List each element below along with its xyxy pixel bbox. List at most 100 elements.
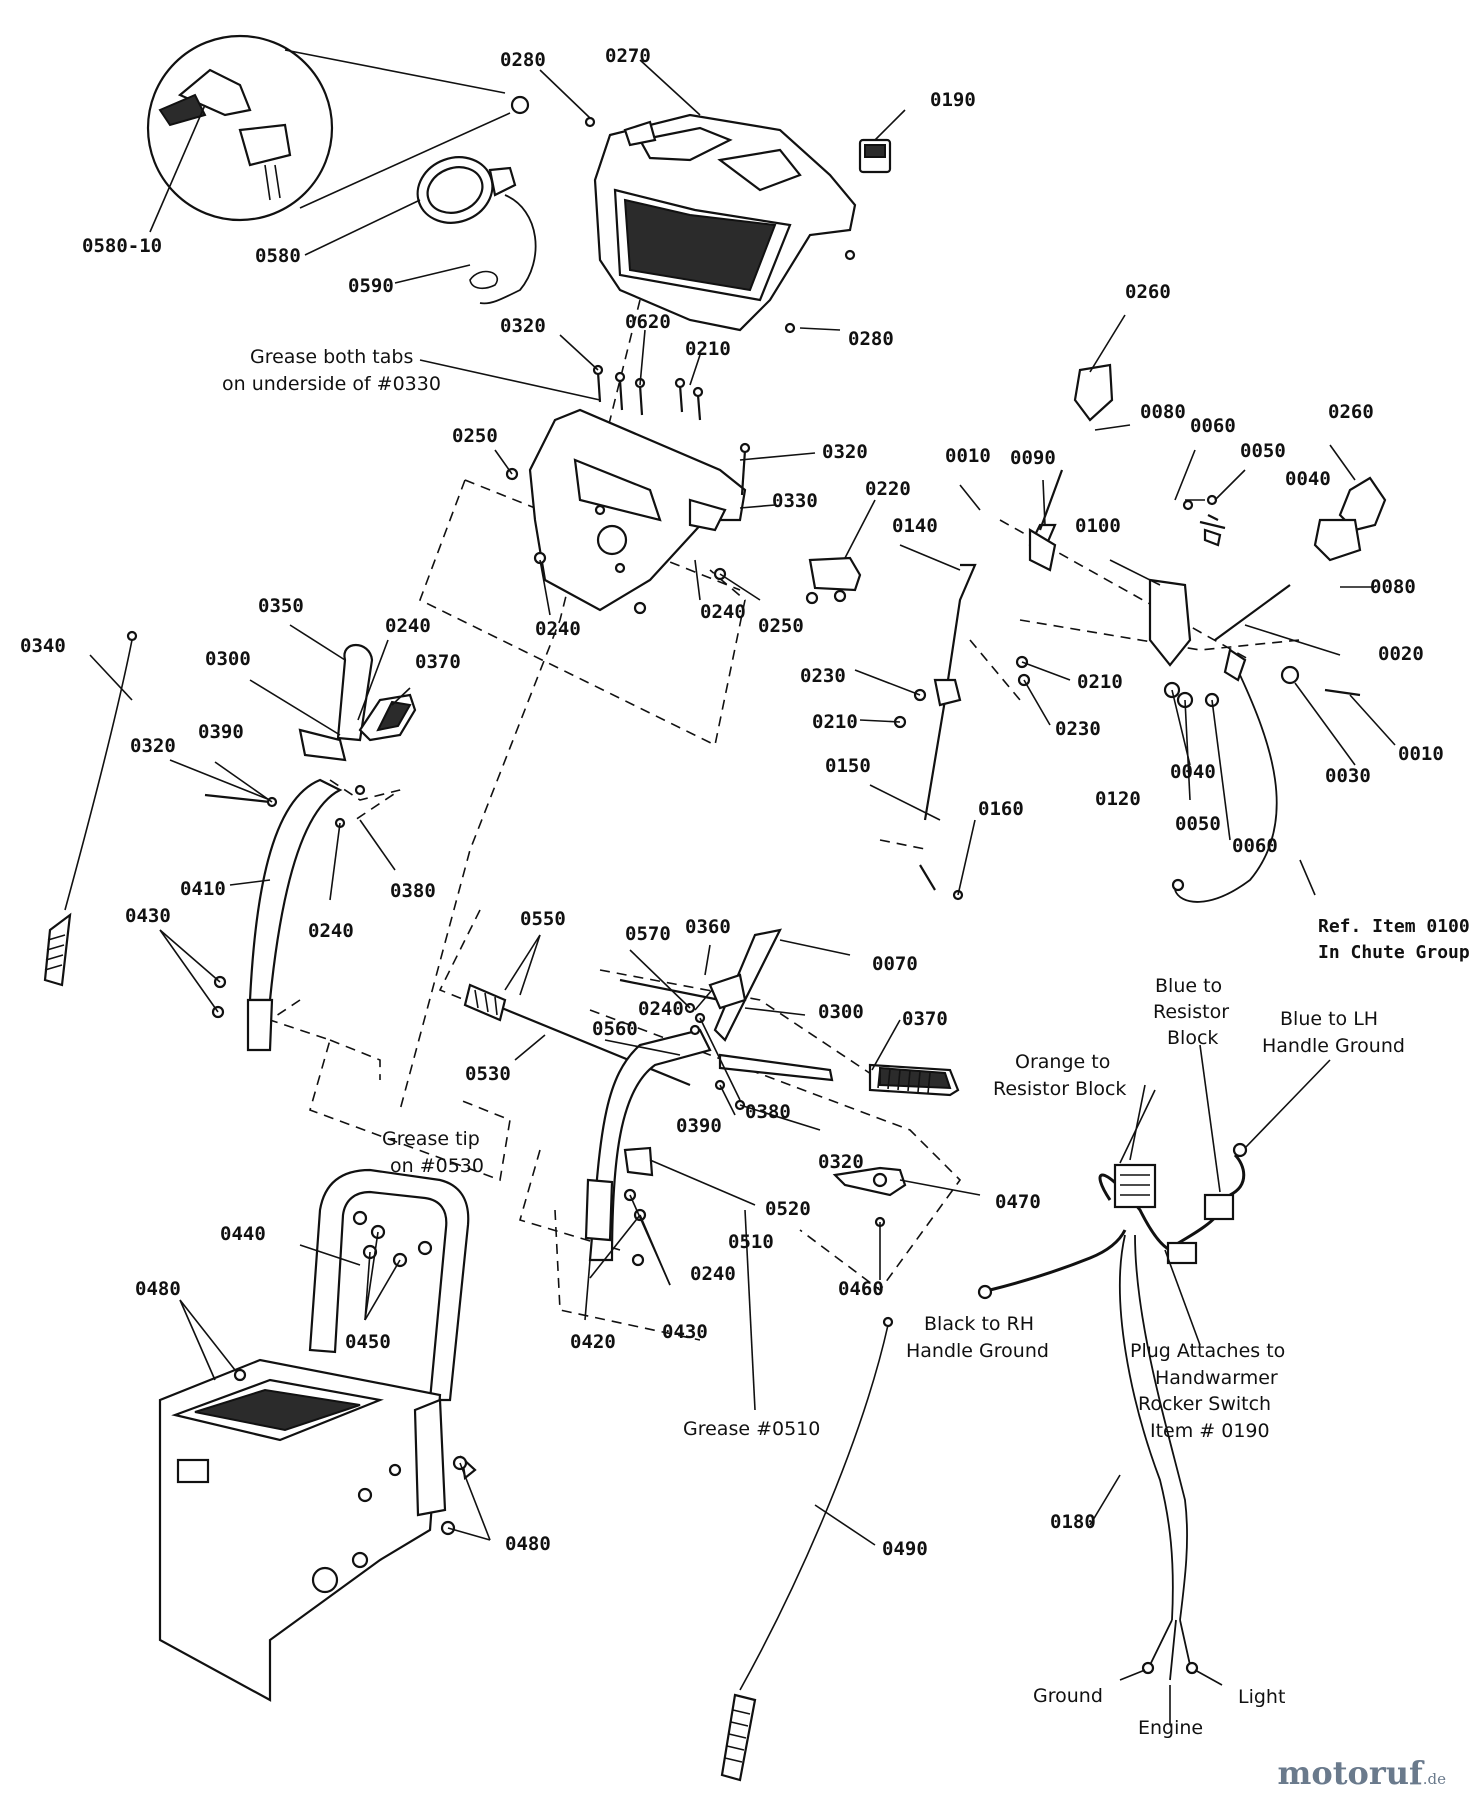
note-ref-item: Ref. Item 0100 (1318, 916, 1470, 937)
part-label: 0240 (535, 618, 581, 640)
part-label: 0370 (902, 1008, 948, 1030)
part-label: 0040 (1285, 468, 1331, 490)
part-label: 0620 (625, 311, 671, 333)
chute-rod-0140 (893, 563, 1031, 901)
part-label: 0250 (452, 425, 498, 447)
part-label: 0510 (728, 1231, 774, 1253)
part-label: 0570 (625, 923, 671, 945)
part-label: 0300 (818, 1001, 864, 1023)
part-label: 0240 (690, 1263, 736, 1285)
note-light: Light (1238, 1686, 1285, 1708)
part-label: 0350 (258, 595, 304, 617)
part-label: 0430 (125, 905, 171, 927)
part-label: 0050 (1240, 440, 1286, 462)
part-label: 0480 (135, 1278, 181, 1300)
note-grease-tabs: Grease both tabs (250, 346, 413, 368)
part-label: 0390 (198, 721, 244, 743)
note-plug: Rocker Switch (1138, 1393, 1271, 1415)
part-label: 0300 (205, 648, 251, 670)
watermark-brand: motoruf (1277, 1754, 1423, 1792)
part-label: 0250 (758, 615, 804, 637)
cable-0340 (43, 630, 138, 987)
part-label: 0090 (1010, 447, 1056, 469)
part-label: 0360 (685, 916, 731, 938)
note-grease-tabs: on underside of #0330 (222, 373, 441, 395)
note-ref-item: In Chute Group (1318, 942, 1470, 963)
part-label: 0370 (415, 651, 461, 673)
note-blue-resistor: Resistor (1153, 1001, 1229, 1023)
left-handle-assembly (204, 644, 417, 1052)
part-label: 0120 (1095, 788, 1141, 810)
part-label: 0240 (700, 601, 746, 623)
part-label: 0560 (592, 1018, 638, 1040)
part-label: 0280 (848, 328, 894, 350)
part-label: 0220 (865, 478, 911, 500)
part-label: 0580 (255, 245, 301, 267)
part-label: 0430 (662, 1321, 708, 1343)
part-label: 0470 (995, 1191, 1041, 1213)
part-label: 0190 (930, 89, 976, 111)
dash-panel-0270 (593, 113, 857, 332)
part-label: 0340 (20, 635, 66, 657)
lever-0470 (832, 1166, 907, 1228)
note-ground: Ground (1033, 1685, 1103, 1707)
rod-0530-springs-0550 (463, 983, 691, 1087)
rocker-switch-0190 (858, 138, 892, 174)
headlight-assembly-0580 (416, 95, 530, 224)
part-label: 0240 (638, 998, 684, 1020)
part-label: 0030 (1325, 765, 1371, 787)
note-engine: Engine (1138, 1717, 1203, 1739)
part-label: 0530 (465, 1063, 511, 1085)
part-label: 0280 (500, 49, 546, 71)
part-label: 0460 (838, 1278, 884, 1300)
note-blue-resistor: Blue to (1155, 975, 1222, 997)
part-label: 0410 (180, 878, 226, 900)
part-label: 0210 (1077, 671, 1123, 693)
part-number-labels: 0280 0270 0190 0580-10 0580 0590 0280 03… (20, 45, 1444, 1560)
handle-frame-0440 (308, 1168, 470, 1402)
part-label: 0180 (1050, 1511, 1096, 1533)
small-hardware-top (505, 116, 856, 615)
note-orange: Resistor Block (993, 1078, 1126, 1100)
note-plug: Plug Attaches to (1130, 1340, 1285, 1362)
part-label: 0320 (818, 1151, 864, 1173)
console-bracket-0330 (528, 408, 747, 612)
part-label: 0590 (348, 275, 394, 297)
part-label: 0140 (892, 515, 938, 537)
part-label: 0320 (130, 735, 176, 757)
part-label: 0450 (345, 1331, 391, 1353)
part-label: 0260 (1125, 281, 1171, 303)
part-label: 0320 (500, 315, 546, 337)
note-black-rh: Black to RH (924, 1313, 1034, 1335)
note-plug: Item # 0190 (1150, 1420, 1270, 1442)
chute-control-assembly (1028, 363, 1387, 903)
part-label: 0020 (1378, 643, 1424, 665)
cable-0490 (720, 1316, 894, 1782)
wire-harness-0180 (977, 1142, 1248, 1681)
part-label: 0270 (605, 45, 651, 67)
part-label: 0150 (825, 755, 871, 777)
watermark-tld: .de (1422, 1770, 1446, 1788)
part-label: 0070 (872, 953, 918, 975)
note-blue-lh: Handle Ground (1262, 1035, 1405, 1057)
part-label: 0060 (1232, 835, 1278, 857)
watermark-logo: motoruf.de (1278, 1754, 1446, 1792)
note-blue-lh: Blue to LH (1280, 1008, 1378, 1030)
note-blue-resistor: Block (1167, 1027, 1218, 1049)
part-label: 0440 (220, 1223, 266, 1245)
part-label: 0060 (1190, 415, 1236, 437)
part-label: 0240 (385, 615, 431, 637)
part-label: 0580-10 (82, 235, 162, 257)
part-label: 0230 (1055, 718, 1101, 740)
part-label: 0490 (882, 1538, 928, 1560)
part-label: 0010 (1398, 743, 1444, 765)
part-label: 0080 (1370, 576, 1416, 598)
callout-notes: Grease both tabs on underside of #0330 G… (222, 346, 1470, 1739)
part-label: 0550 (520, 908, 566, 930)
part-label: 0420 (570, 1331, 616, 1353)
headlight-bulb-magnifier (146, 34, 511, 222)
bracket-0220 (805, 556, 862, 605)
part-label: 0380 (745, 1101, 791, 1123)
part-label: 0100 (1075, 515, 1121, 537)
